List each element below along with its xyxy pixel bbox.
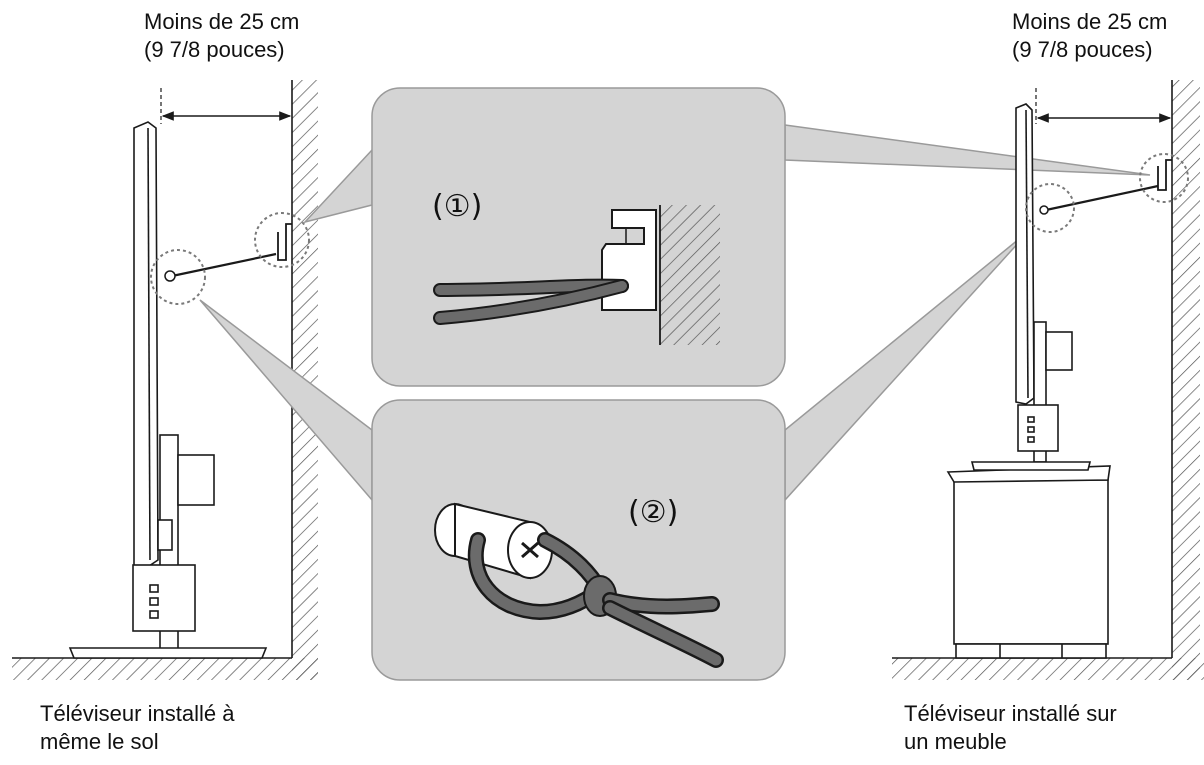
callout-2-screw-cross [521, 541, 539, 559]
right-wall-hook [1157, 159, 1172, 191]
right-tv-base [970, 461, 1092, 471]
right-tv-port-2 [1027, 426, 1035, 433]
caption-furniture-line2: un meuble [904, 729, 1007, 754]
right-anchor-cord [1045, 184, 1159, 212]
left-tv-port-2 [149, 597, 159, 606]
right-distance-label: Moins de 25 cm (9 7/8 pouces) [1012, 8, 1167, 64]
leader-left-screw-to-callout-2 [199, 299, 373, 503]
left-wall-hook [277, 223, 292, 261]
right-tv-port-3 [1027, 436, 1035, 443]
right-distance-label-line1: Moins de 25 cm [1012, 9, 1168, 34]
left-tv-panel [133, 121, 159, 569]
caption-floor-line1: Téléviseur installé à [40, 701, 235, 726]
left-tv-port-3 [149, 610, 159, 619]
right-hook-highlight-circle [1139, 153, 1189, 203]
left-distance-label-line2: (9 7/8 pouces) [144, 37, 285, 62]
right-cabinet [946, 465, 1111, 659]
right-tv [970, 103, 1092, 471]
callout-2-number: (②) [628, 495, 679, 530]
caption-furniture: Téléviseur installé sur un meuble [904, 700, 1117, 756]
left-tv-connector-box [132, 564, 196, 632]
left-tv [68, 121, 268, 659]
callout-1-cord-lower [435, 281, 627, 323]
left-hook-highlight-circle [254, 212, 310, 268]
right-tv-connector-box [1017, 404, 1059, 452]
right-scene [892, 80, 1204, 680]
callout-1-wall-hatch [660, 205, 720, 345]
right-cabinet-body [953, 479, 1109, 645]
callout-2-background [371, 399, 786, 681]
left-distance-label: Moins de 25 cm (9 7/8 pouces) [144, 8, 299, 64]
caption-furniture-line1: Téléviseur installé sur [904, 701, 1117, 726]
callout-2-tail-upper [604, 594, 718, 612]
right-cabinet-plinth [955, 643, 1107, 659]
right-floor-hatch [892, 658, 1204, 680]
right-distance-label-line2: (9 7/8 pouces) [1012, 37, 1153, 62]
left-tv-rear-tab [157, 519, 173, 551]
right-tv-rear-block [1045, 331, 1073, 371]
left-screw-highlight-circle [150, 249, 206, 305]
caption-floor-line2: même le sol [40, 729, 159, 754]
left-tv-bezel-line [147, 127, 151, 561]
callout-1-number: (①) [432, 189, 483, 224]
right-tv-panel [1015, 103, 1035, 405]
left-tv-base [68, 647, 268, 659]
callout-2-tail-lower [604, 602, 722, 666]
left-distance-label-line1: Moins de 25 cm [144, 9, 300, 34]
left-anchor-cord [171, 252, 277, 278]
callout-2-panel [371, 399, 786, 681]
left-tv-port-1 [149, 584, 159, 593]
right-screw-highlight-circle [1025, 183, 1075, 233]
leader-right-screw-to-callout-2 [784, 229, 1031, 502]
left-tv-rear-block [177, 454, 215, 506]
left-tv-screw [164, 270, 176, 282]
callout-leaders [199, 124, 1151, 503]
left-floor-hatch [12, 658, 318, 680]
callout-1-background [371, 87, 786, 387]
leader-right-hook-to-callout-1 [784, 124, 1151, 176]
callout-1-panel [371, 87, 786, 387]
right-wall-hatch [1172, 80, 1200, 680]
right-tv-screw [1039, 205, 1049, 215]
right-tv-port-1 [1027, 416, 1035, 423]
caption-floor: Téléviseur installé à même le sol [40, 700, 234, 756]
left-scene [12, 80, 318, 680]
right-tv-bezel-line [1025, 109, 1029, 399]
